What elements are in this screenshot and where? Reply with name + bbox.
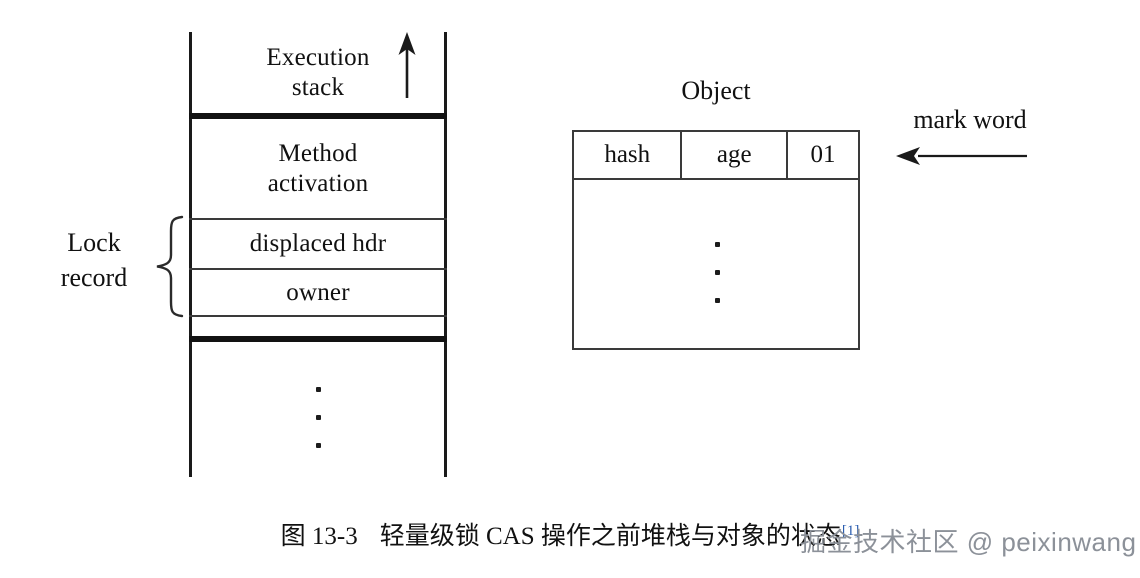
stack-divider-2 — [189, 268, 447, 270]
object-cell-lock-bits: 01 — [786, 132, 858, 178]
watermark: 掘金技术社区 @ peixinwang — [800, 527, 1137, 557]
stack-divider-1 — [189, 218, 447, 220]
stack-right-border — [444, 32, 447, 477]
arrow-up-icon — [398, 32, 416, 98]
stack-divider-thick-bottom — [189, 336, 447, 342]
method-activation-line2: activation — [267, 169, 369, 197]
object-diagram: hash age 01 — [572, 130, 860, 350]
lock-record-label: Lock record — [40, 225, 148, 295]
stack-frame-execution-stack: Execution stack — [189, 32, 447, 113]
method-activation-line1: Method — [278, 140, 358, 167]
object-title: Object — [681, 76, 751, 105]
figure-number: 图 13-3 — [280, 523, 358, 550]
object-cell-lock-bits-label: 01 — [810, 141, 836, 168]
object-vertical-ellipsis-icon — [715, 242, 721, 326]
stack-divider-3 — [189, 315, 447, 317]
mark-word-annotation: mark word — [880, 105, 1060, 175]
execution-stack-line1: Execution — [266, 44, 370, 71]
figure-reference-marker: [1] — [841, 522, 860, 539]
object-header-row: hash age 01 — [572, 130, 860, 180]
object-cell-hash-label: hash — [604, 141, 651, 168]
object-cell-hash: hash — [574, 132, 680, 178]
stack-row-displaced-hdr: displaced hdr — [189, 220, 447, 268]
stack-frame-method-activation: Method activation — [189, 119, 447, 218]
object-body — [572, 178, 860, 350]
mark-word-label: mark word — [913, 105, 1027, 134]
stack-row-owner: owner — [189, 270, 447, 315]
stack-divider-thick-top — [189, 113, 447, 119]
execution-stack-line2: stack — [291, 73, 345, 101]
figure-caption-text: 轻量级锁 CAS 操作之前堆栈与对象的状态 — [379, 523, 841, 550]
lock-record-line2: record — [60, 263, 128, 293]
owner-label: owner — [286, 278, 350, 306]
displaced-hdr-label: displaced hdr — [249, 230, 387, 258]
thread-stack-diagram: Execution stack Method activation displa… — [189, 32, 447, 477]
arrow-left-icon — [896, 147, 1027, 165]
object-cell-age: age — [680, 132, 786, 178]
curly-brace-icon — [156, 215, 184, 318]
lock-record-line1: Lock — [67, 228, 121, 257]
object-cell-age-label: age — [716, 141, 752, 168]
stack-row-empty — [189, 317, 447, 336]
stack-left-border — [189, 32, 192, 477]
figure-caption: 图 13-3 轻量级锁 CAS 操作之前堆栈与对象的状态[1] — [0, 516, 1140, 552]
lock-record-annotation: Lock record — [40, 215, 190, 320]
stack-vertical-ellipsis-icon — [316, 387, 322, 471]
